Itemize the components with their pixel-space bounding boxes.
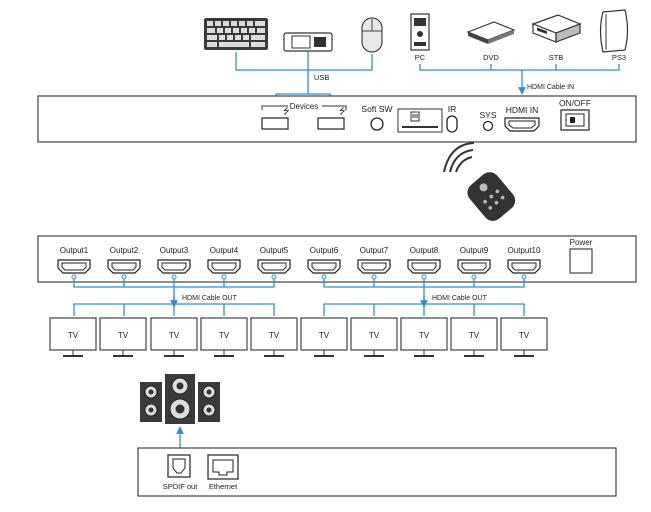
tv-7: TV [350, 317, 398, 357]
tv-2-label: TV [118, 331, 129, 340]
sys-label: SYS [479, 110, 496, 120]
sys-led [482, 120, 494, 132]
tv-4-label: TV [219, 331, 230, 340]
usb-dongle-icon [283, 32, 333, 52]
output-port-8[interactable]: Output8 [407, 246, 441, 274]
output-wiring [71, 274, 527, 316]
output-port-2[interactable]: Output2 [107, 246, 141, 274]
dvd-label: DVD [483, 53, 499, 62]
hdmi-cable-in-label: HDMI Cable IN [527, 84, 574, 91]
hdmi-in-label: HDMI IN [506, 105, 539, 115]
output-port-4[interactable]: Output4 [207, 246, 241, 274]
output-port-5[interactable]: Output5 [257, 246, 291, 274]
output-1-label: Output1 [60, 246, 89, 255]
tv-5-label: TV [269, 331, 280, 340]
tv-10-label: TV [519, 331, 530, 340]
speaker-system-icon [140, 374, 220, 424]
ps3-console-icon [599, 9, 629, 53]
power-input[interactable] [569, 248, 593, 274]
tv-1: TV [49, 317, 97, 357]
soft-switch-button[interactable] [370, 117, 384, 131]
remote-control-icon [467, 172, 516, 221]
output-port-3[interactable]: Output3 [157, 246, 191, 274]
output-8-label: Output8 [410, 246, 439, 255]
tv-3: TV [150, 317, 198, 357]
ir-label: IR [448, 104, 457, 114]
ps3-label: PS3 [612, 53, 626, 62]
power-rocker-switch[interactable] [560, 109, 590, 131]
tv-6: TV [300, 317, 348, 357]
stb-label: STB [549, 53, 564, 62]
output-4-label: Output4 [210, 246, 239, 255]
tv-7-label: TV [369, 331, 380, 340]
pc-label: PC [415, 53, 426, 62]
devices-label: Devices [290, 102, 318, 111]
keyboard-icon [204, 18, 268, 50]
tv-3-label: TV [169, 331, 180, 340]
hdmi-in-port[interactable] [504, 117, 540, 132]
hdmi-cable-out-left-label: HDMI Cable OUT [182, 295, 238, 302]
dvd-player-icon [466, 21, 516, 44]
tv-8-label: TV [419, 331, 430, 340]
ethernet-port[interactable] [207, 454, 239, 480]
ir-sensor [446, 115, 458, 133]
output-port-10[interactable]: Output10 [507, 246, 541, 274]
spdif-out-label: SPDIF out [163, 482, 199, 491]
output-3-label: Output3 [160, 246, 189, 255]
output-2-label: Output2 [110, 246, 139, 255]
soft-sw-label: Soft SW [361, 104, 392, 114]
output-5-label: Output5 [260, 246, 289, 255]
tv-9-label: TV [469, 331, 480, 340]
ethernet-label: Ethernet [209, 482, 238, 491]
usb-symbol-icon: ⭍ [339, 107, 346, 116]
output-7-label: Output7 [360, 246, 389, 255]
output-port-1[interactable]: Output1 [57, 246, 91, 274]
card-slot[interactable] [397, 108, 443, 133]
tv-9: TV [450, 317, 498, 357]
rear-panel [37, 235, 637, 283]
usb-symbol-icon: ⭍ [283, 107, 290, 116]
tv-5: TV [250, 317, 298, 357]
mouse-icon [361, 17, 383, 53]
output-port-9[interactable]: Output9 [457, 246, 491, 274]
signal-waves-icon [443, 142, 475, 173]
output-port-6[interactable]: Output6 [307, 246, 341, 274]
usb-port-1[interactable]: ⭍ [261, 107, 290, 130]
spdif-port[interactable] [167, 454, 191, 478]
tv-4: TV [200, 317, 248, 357]
output-6-label: Output6 [310, 246, 339, 255]
tv-8: TV [400, 317, 448, 357]
usb-cable-label: USB [314, 73, 329, 82]
tv-6-label: TV [319, 331, 330, 340]
tv-2: TV [99, 317, 147, 357]
tv-1-label: TV [68, 331, 79, 340]
pc-tower-icon [410, 13, 430, 51]
power-label: Power [570, 238, 593, 247]
on-off-label: ON/OFF [559, 98, 591, 108]
usb-port-2[interactable]: ⭍ [317, 107, 346, 130]
source-wiring [419, 64, 620, 95]
output-10-label: Output10 [508, 246, 541, 255]
set-top-box-icon [531, 14, 582, 43]
hdmi-cable-out-right-label: HDMI Cable OUT [432, 295, 488, 302]
output-port-7[interactable]: Output7 [357, 246, 391, 274]
tv-10: TV [500, 317, 548, 357]
output-9-label: Output9 [460, 246, 489, 255]
